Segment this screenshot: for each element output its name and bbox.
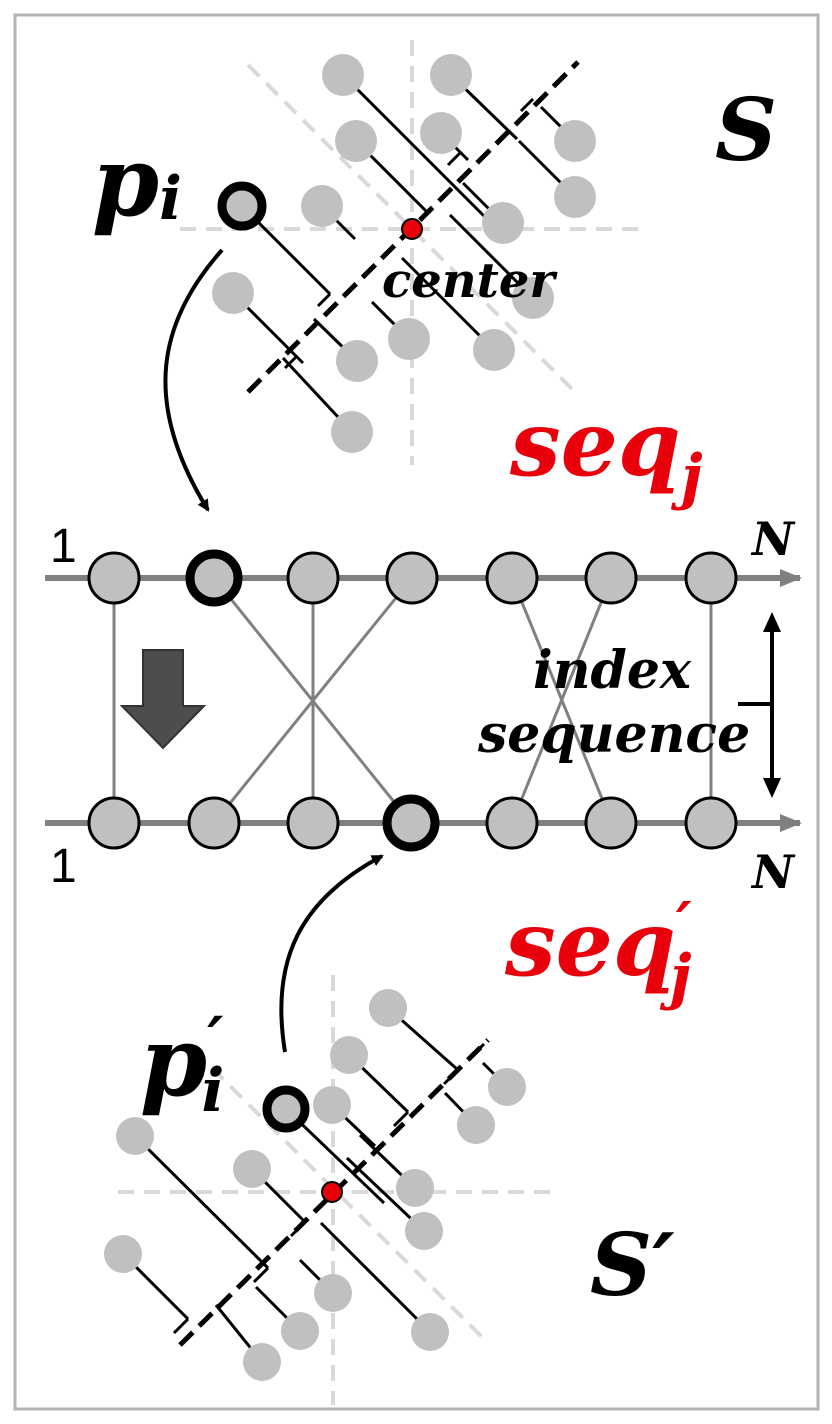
seq-j-prime-label: seq′j [504, 890, 692, 1012]
seq-j-prime-mark: ′ [676, 890, 692, 960]
axis-end-top: N [750, 512, 796, 566]
top-center-dot [401, 218, 423, 240]
figure-border [13, 13, 820, 1411]
point-pi-label: pi [92, 125, 182, 238]
top-mapping-arrow [163, 248, 224, 512]
axis-start-bottom: 1 [50, 840, 77, 893]
bottom-highlighted-point [262, 1085, 310, 1133]
set-s-label: S [715, 80, 777, 181]
point-pi-prime-subscript: i [201, 1056, 224, 1126]
axis-end-bottom: N [750, 845, 796, 899]
point-pi-prime-mark: ′ [207, 1003, 223, 1076]
seq-j-prime-base: seq [504, 891, 676, 997]
index-connections [112, 577, 713, 824]
axis-start-top: 1 [50, 520, 77, 573]
set-s-prime-label: S′ [590, 1215, 675, 1316]
double-arrow-up-head [763, 612, 781, 632]
bottom-sequence-highlighted-node [382, 794, 440, 852]
top-points [212, 54, 596, 453]
bottom-point-set [104, 975, 550, 1405]
top-highlighted-point [217, 181, 267, 231]
bottom-points [104, 989, 526, 1381]
top-sequence-nodes [87, 551, 738, 605]
seq-j-base: seq [509, 391, 681, 497]
index-sequence-block [45, 549, 802, 852]
point-pi-base: p [92, 125, 159, 238]
index-label-line2: sequence [477, 704, 750, 765]
bottom-mapping-arrow [279, 854, 384, 1053]
top-point-set [180, 40, 640, 465]
top-sequence-highlighted-node [185, 549, 243, 607]
seq-j-label: seqj [509, 391, 703, 512]
point-pi-prime-base: p [140, 1005, 207, 1118]
down-arrow-icon [119, 649, 207, 750]
index-label-line1: index [533, 640, 692, 701]
double-arrow-down-head [763, 778, 781, 798]
bottom-diagonal-guide [210, 1066, 487, 1342]
point-pi-prime-label: p′i [140, 1003, 224, 1126]
bottom-center-dot [321, 1181, 343, 1203]
point-pi-subscript: i [159, 164, 182, 234]
center-label: center [382, 253, 558, 309]
bottom-sequence-nodes [87, 796, 738, 850]
